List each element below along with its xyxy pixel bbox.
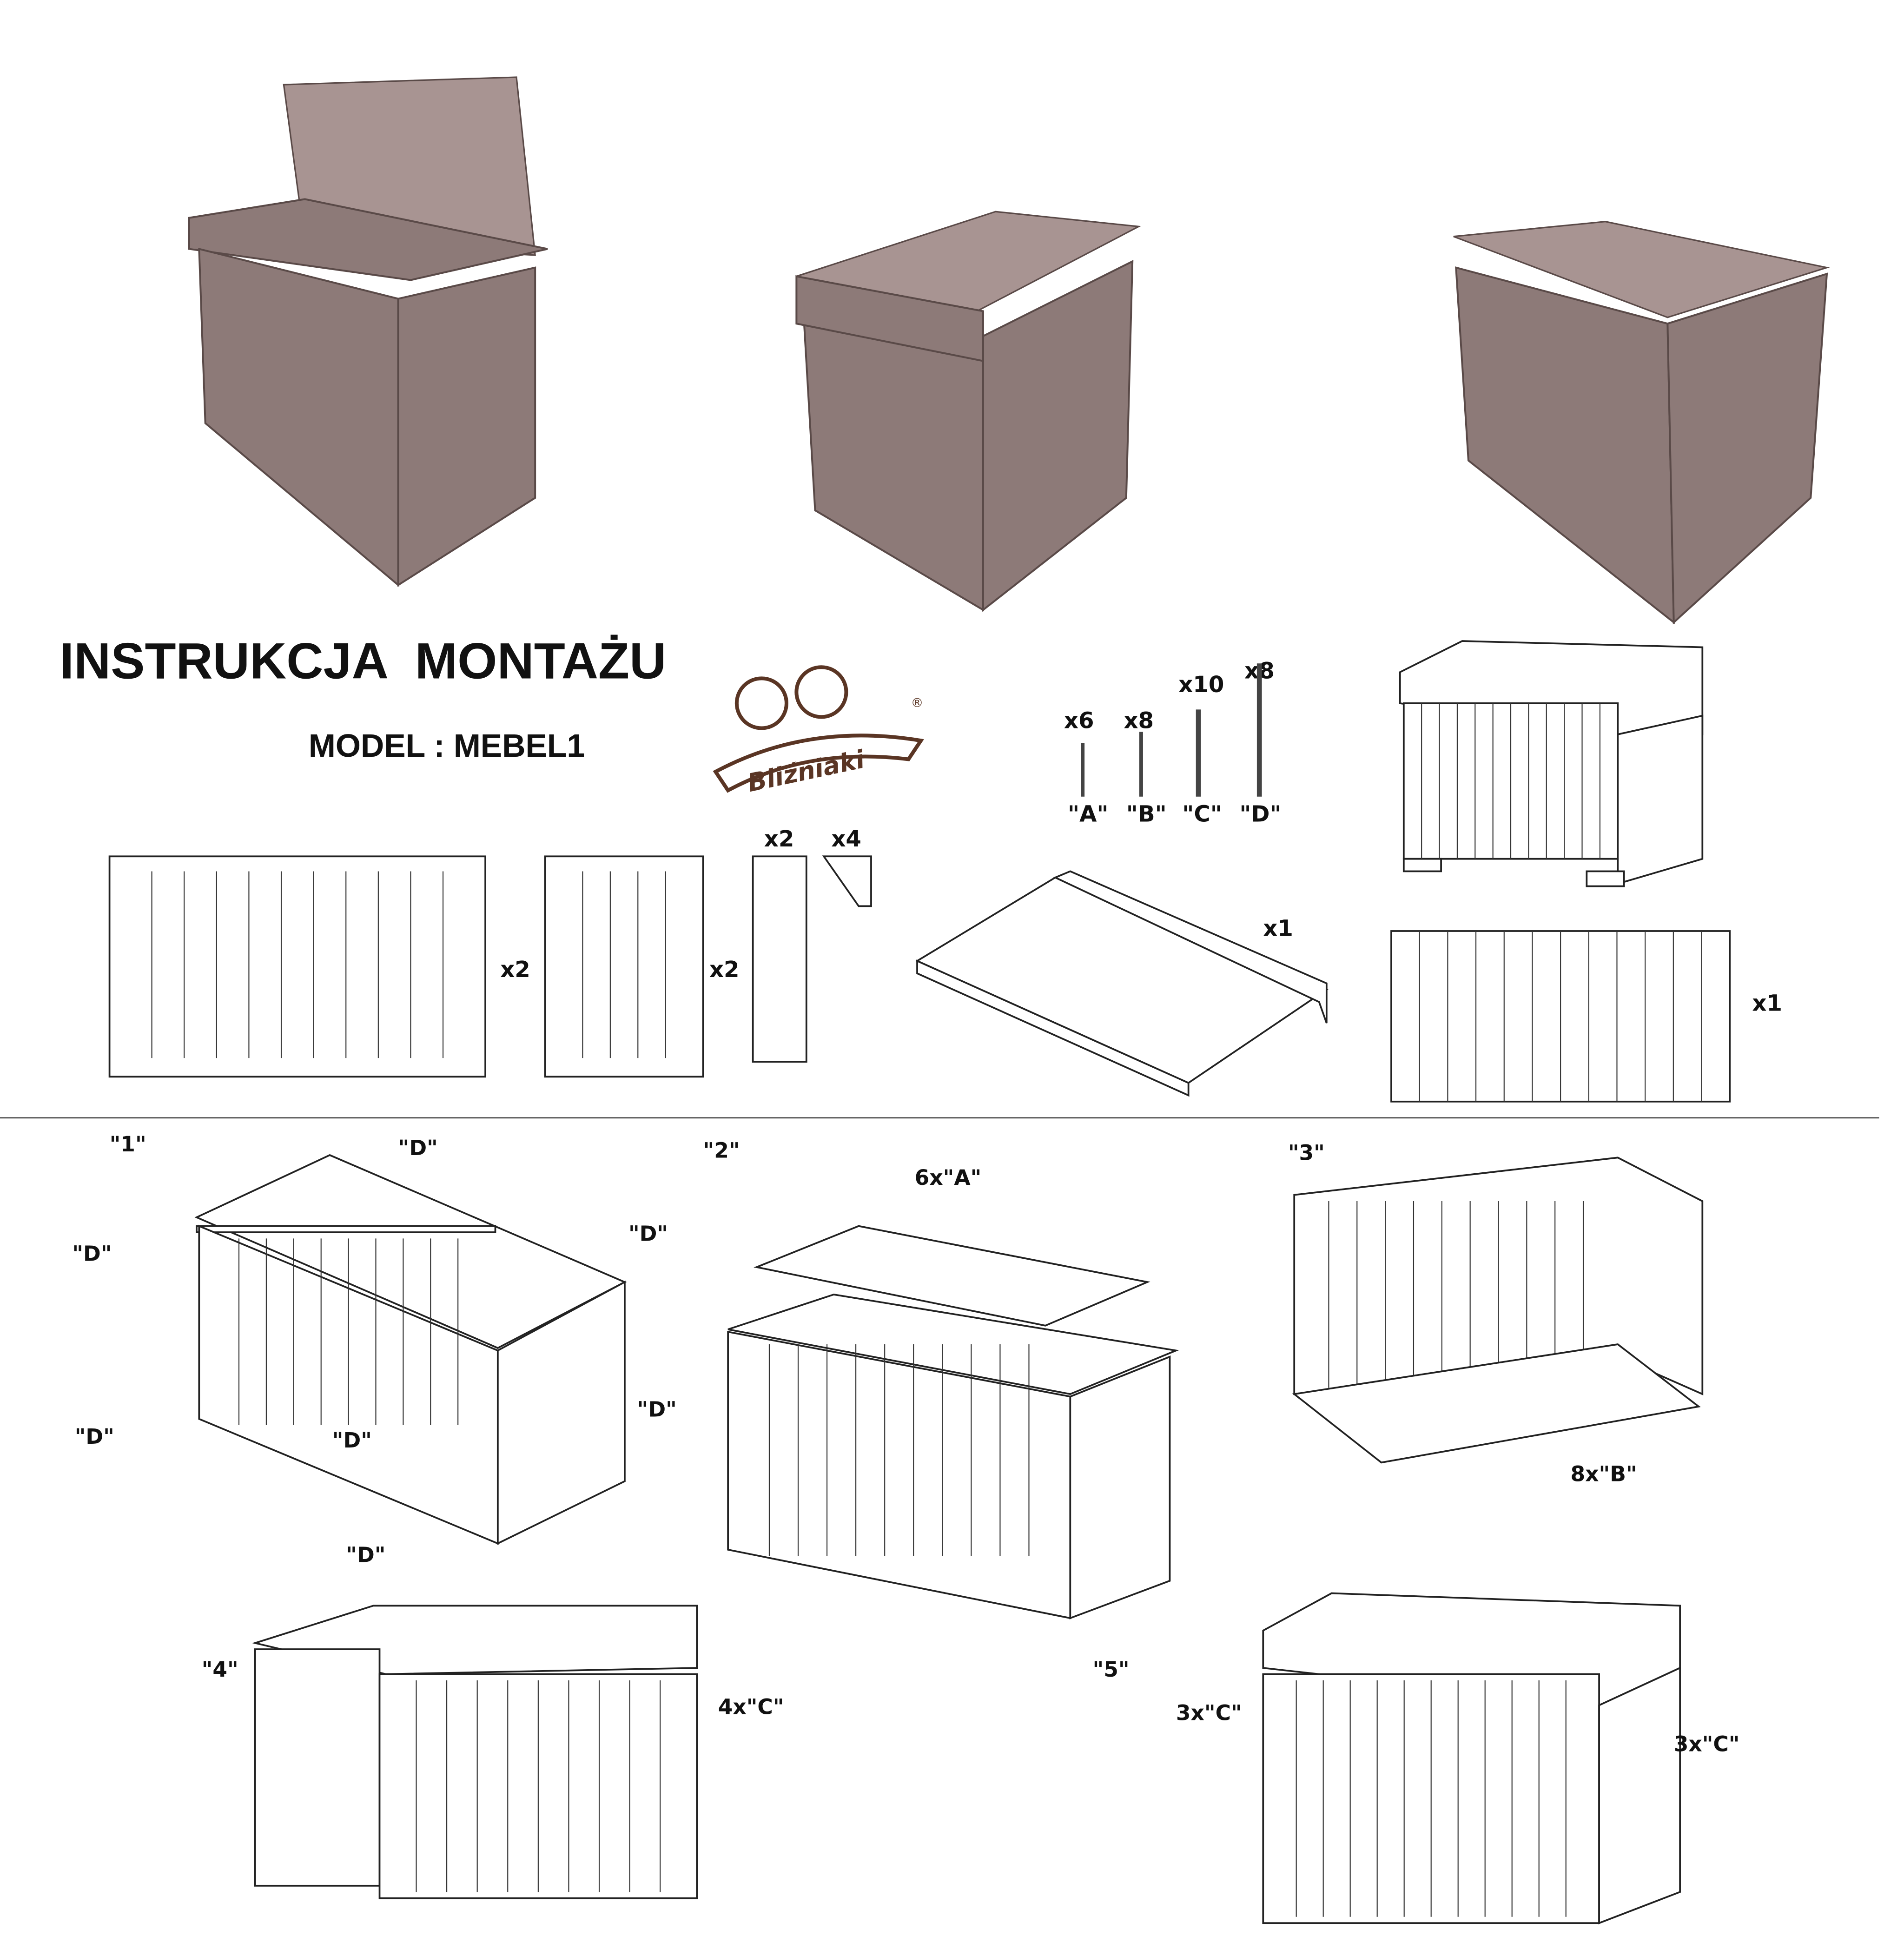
- svg-text:"1": "1": [110, 1132, 146, 1157]
- svg-text:"D": "D": [332, 1428, 372, 1453]
- plank-lines: [1419, 931, 1702, 1102]
- svg-text:6x"A": 6x"A": [915, 1165, 982, 1190]
- photo-chest-closed-front: [795, 211, 1142, 612]
- svg-text:"D": "D": [637, 1397, 677, 1421]
- svg-text:"A": "A": [1068, 801, 1109, 827]
- model-name: MODEL : MEBEL1: [309, 727, 585, 764]
- photo-chest-closed-back: [1453, 221, 1830, 625]
- svg-text:"D": "D": [75, 1424, 114, 1449]
- screw-a: x6 "A": [1064, 707, 1109, 827]
- screw-d: x8"D": [1239, 658, 1281, 827]
- part-short-side-panel: x2: [544, 855, 740, 1078]
- svg-text:"C": "C": [1182, 801, 1222, 827]
- svg-text:4x"C": 4x"C": [718, 1694, 784, 1719]
- svg-text:x2: x2: [709, 957, 740, 983]
- screw-c: x10 "C": [1178, 672, 1224, 827]
- svg-text:"D": "D": [72, 1242, 112, 1266]
- brand-logo: Bliźniaki ®: [713, 665, 924, 798]
- plank-lines: [582, 871, 666, 1058]
- part-back-panel: x1: [1390, 930, 1782, 1103]
- svg-text:"D": "D": [1239, 801, 1281, 827]
- svg-text:"D": "D": [398, 1136, 438, 1160]
- screw-b: x8"C""B": [1124, 707, 1166, 827]
- svg-text:"3": "3": [1288, 1141, 1325, 1165]
- svg-text:x1: x1: [1752, 990, 1782, 1016]
- svg-text:x2: x2: [500, 957, 530, 983]
- svg-text:"D": "D": [346, 1543, 385, 1567]
- document-title: INSTRUKCJA MONTAŻU: [60, 633, 667, 689]
- assembled-chest-drawing: [1399, 640, 1704, 887]
- step-1: "1" "D" "D" "D" "D" "D" "D" "D": [72, 1132, 677, 1567]
- svg-text:3x"C": 3x"C": [1674, 1732, 1740, 1757]
- svg-text:"D": "D": [628, 1222, 668, 1246]
- plank-lines: [1421, 703, 1600, 859]
- step-3: "3" 8x"B": [1288, 1141, 1704, 1487]
- svg-text:®: ®: [911, 696, 924, 710]
- part-corner-block: x4: [822, 826, 872, 907]
- photo-chest-open: [188, 76, 548, 587]
- step-2: "2" 6x"A": [703, 1138, 1179, 1619]
- svg-text:x1: x1: [1263, 916, 1293, 942]
- plank-lines: [768, 1344, 1030, 1556]
- plank-lines: [416, 1680, 661, 1892]
- svg-text:x6: x6: [1064, 707, 1094, 734]
- screw-list: x6"A" x8"C""B" x10"C" x8"D": [1064, 658, 1282, 827]
- svg-text:"B": "B": [1126, 801, 1167, 827]
- svg-text:x2: x2: [764, 826, 794, 852]
- plank-lines: [1328, 1201, 1584, 1388]
- plank-lines: [1296, 1680, 1567, 1917]
- part-strip: x2: [752, 826, 807, 1063]
- svg-text:x4: x4: [831, 826, 861, 852]
- step-4: "4" 4x"C": [202, 1605, 784, 1899]
- svg-text:8x"B": 8x"B": [1571, 1462, 1637, 1487]
- plank-lines: [151, 871, 444, 1058]
- part-long-side-panel: x2: [108, 855, 530, 1078]
- plank-lines: [238, 1238, 459, 1426]
- svg-text:3x"C": 3x"C": [1176, 1701, 1242, 1725]
- part-lid: x1: [915, 870, 1329, 1097]
- svg-text:"2": "2": [703, 1138, 740, 1163]
- step-5: "5" 3x"C" 3x"C": [1093, 1592, 1740, 1924]
- svg-text:x8: x8: [1124, 707, 1154, 734]
- svg-text:"4": "4": [202, 1657, 238, 1682]
- svg-text:"5": "5": [1093, 1657, 1130, 1682]
- svg-text:x10: x10: [1178, 672, 1224, 698]
